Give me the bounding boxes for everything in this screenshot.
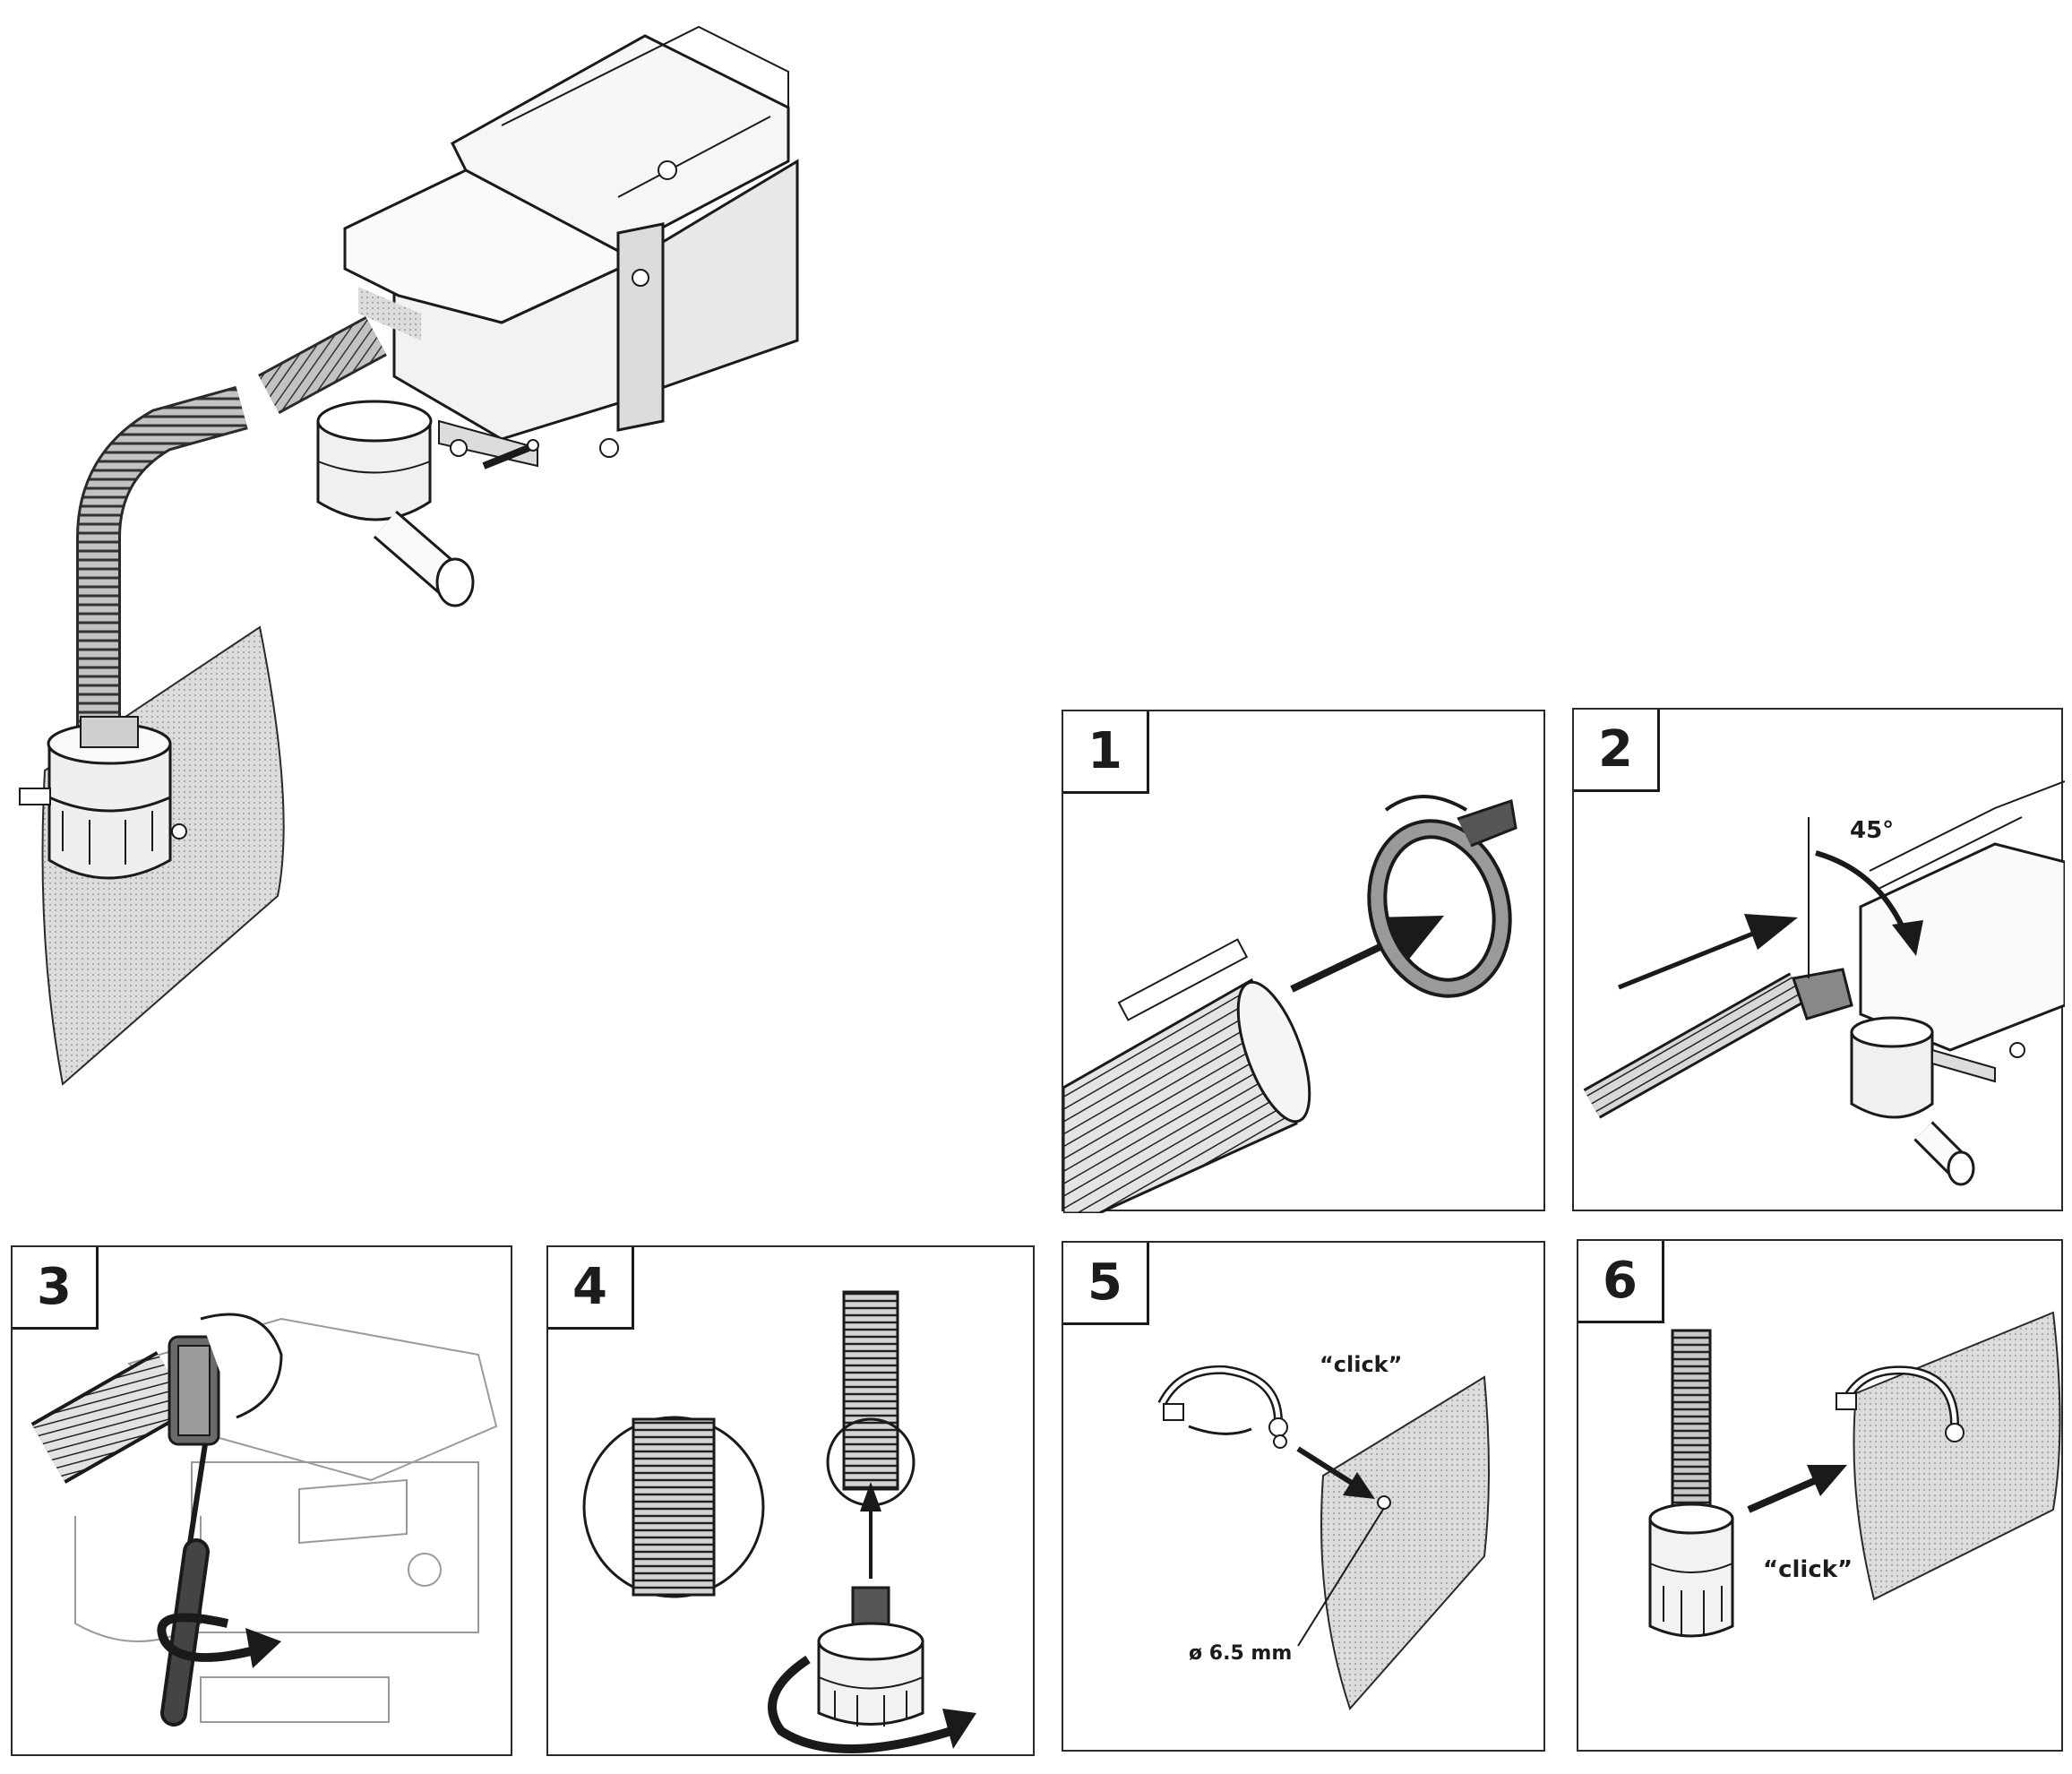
step-4-panel: 4 bbox=[546, 1245, 1035, 1756]
heater-part bbox=[1850, 780, 2065, 1186]
click-label: “click” bbox=[1320, 1352, 1403, 1377]
rotate-arrow bbox=[157, 1613, 256, 1662]
overview-illustration bbox=[19, 25, 799, 1086]
hose bbox=[1671, 1329, 1712, 1511]
step-2-panel: 2 bbox=[1572, 708, 2065, 1211]
insert-arrow bbox=[1290, 936, 1397, 993]
step-number: 2 bbox=[1574, 710, 1660, 792]
step-3-illustration bbox=[30, 1313, 498, 1727]
step-number: 6 bbox=[1578, 1241, 1664, 1323]
angle-label: 45° bbox=[1850, 817, 1895, 844]
rotate-arrow bbox=[768, 1655, 953, 1753]
insert-arrow bbox=[1747, 1475, 1822, 1513]
step-number: 4 bbox=[548, 1247, 634, 1330]
step-5-panel: 5 bbox=[1062, 1241, 1545, 1752]
step-1-panel: 1 bbox=[1062, 710, 1545, 1213]
step-3-panel: 3 bbox=[11, 1245, 512, 1756]
mounting-hole bbox=[1377, 1495, 1391, 1510]
click-label: “click” bbox=[1763, 1556, 1853, 1583]
step-4-illustration bbox=[582, 1290, 976, 1753]
mounting-clip bbox=[1157, 1365, 1288, 1449]
step-6-panel: 6 bbox=[1577, 1239, 2063, 1752]
intake-silencer bbox=[19, 716, 187, 880]
mounting-panel bbox=[1853, 1311, 2061, 1601]
insert-arrow bbox=[1296, 1446, 1356, 1487]
mounting-clip bbox=[1836, 1365, 1965, 1442]
step-number: 1 bbox=[1063, 711, 1149, 794]
angle-arc bbox=[1815, 850, 1908, 935]
heater-unit bbox=[316, 25, 799, 607]
step-number: 5 bbox=[1063, 1243, 1149, 1325]
insert-arrow bbox=[1618, 931, 1754, 990]
intake-silencer bbox=[817, 1586, 924, 1727]
hole-diameter-label: ø 6.5 mm bbox=[1189, 1642, 1293, 1665]
intake-silencer bbox=[1648, 1503, 1734, 1638]
hose-clamp bbox=[1367, 795, 1517, 998]
mounting-panel bbox=[1320, 1375, 1490, 1710]
step-1-illustration bbox=[1063, 795, 1517, 1213]
hose bbox=[842, 1290, 899, 1491]
step-6-illustration bbox=[1648, 1311, 2061, 1638]
step-2-illustration bbox=[1583, 780, 2065, 1186]
step-number: 3 bbox=[13, 1247, 99, 1330]
step-5-illustration bbox=[1157, 1365, 1490, 1710]
